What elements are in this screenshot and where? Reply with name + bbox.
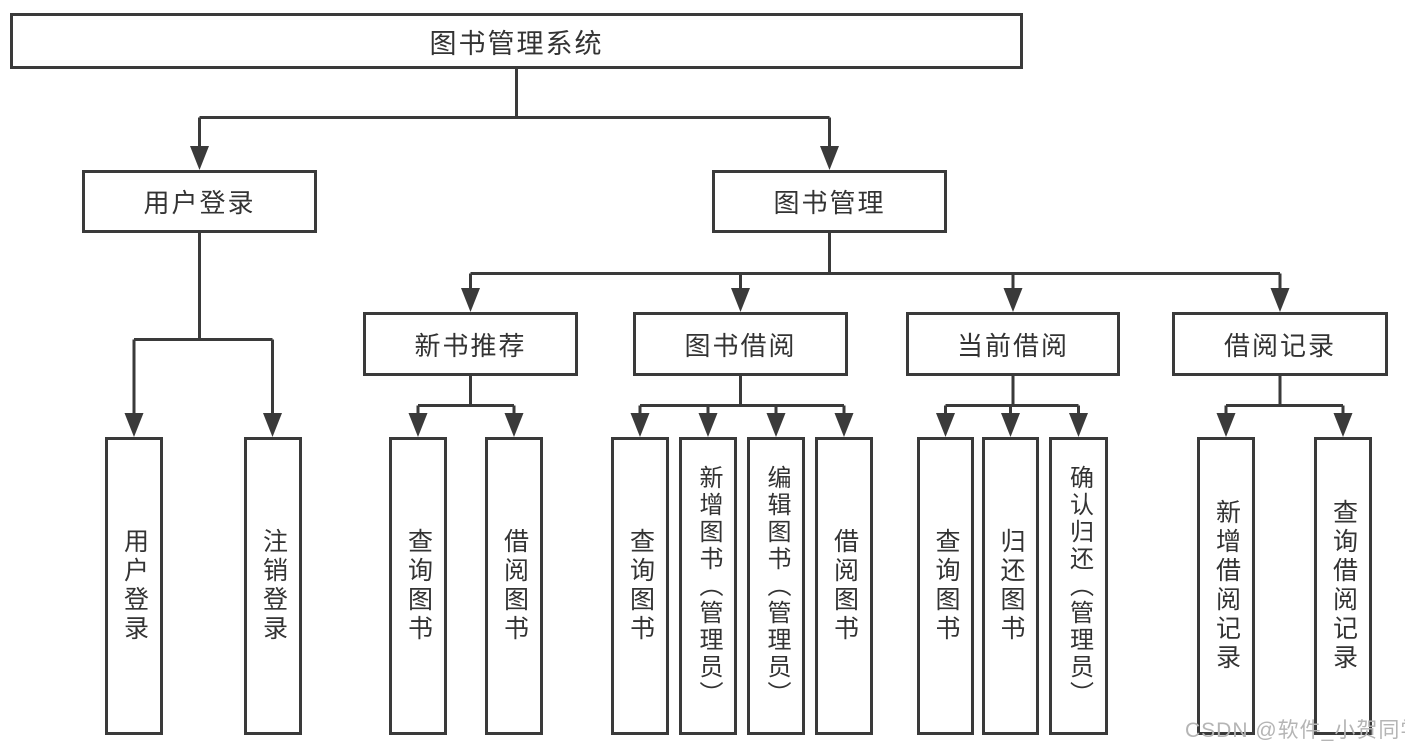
node-borrow-record: 借阅记录 bbox=[1172, 312, 1388, 376]
node-book-management-label: 图书管理 bbox=[773, 188, 886, 218]
node-cb-return-book-label: 归还图书 bbox=[997, 528, 1025, 644]
node-nb-borrow-book-label: 借阅图书 bbox=[500, 528, 529, 644]
node-new-book-recommend-label: 新书推荐 bbox=[414, 330, 527, 361]
arrowheads bbox=[124, 146, 1353, 437]
node-nb-borrow-book: 借阅图书 bbox=[485, 437, 543, 735]
node-user-login-leaf-label: 用户登录 bbox=[120, 528, 149, 644]
node-current-borrow: 当前借阅 bbox=[906, 312, 1120, 376]
node-br-query-record: 查询借阅记录 bbox=[1314, 437, 1372, 735]
node-bb-query-book-label: 查询图书 bbox=[626, 528, 655, 644]
node-cb-query-book-label: 查询图书 bbox=[932, 528, 960, 644]
node-root: 图书管理系统 bbox=[10, 13, 1023, 69]
node-user-login: 用户登录 bbox=[82, 170, 317, 233]
node-root-label: 图书管理系统 bbox=[429, 28, 604, 59]
node-book-borrow-label: 图书借阅 bbox=[684, 330, 797, 361]
node-br-query-record-label: 查询借阅记录 bbox=[1329, 499, 1358, 673]
node-logout: 注销登录 bbox=[244, 437, 302, 735]
node-nb-query-book-label: 查询图书 bbox=[404, 528, 433, 644]
node-bb-query-book: 查询图书 bbox=[611, 437, 669, 735]
node-cb-confirm-return-admin: 确认归还（管理员） bbox=[1049, 437, 1108, 735]
node-cb-confirm-return-admin-label: 确认归还（管理员） bbox=[1065, 464, 1093, 708]
node-user-login-label: 用户登录 bbox=[143, 188, 256, 218]
node-cb-return-book: 归还图书 bbox=[982, 437, 1039, 735]
node-book-borrow: 图书借阅 bbox=[633, 312, 848, 376]
csdn-watermark: CSDN @软件_小贺同学 bbox=[1185, 719, 1405, 742]
node-bb-borrow-book-label: 借阅图书 bbox=[830, 528, 859, 644]
node-new-book-recommend: 新书推荐 bbox=[363, 312, 578, 376]
node-bb-borrow-book: 借阅图书 bbox=[815, 437, 873, 735]
node-logout-label: 注销登录 bbox=[259, 528, 288, 644]
node-borrow-record-label: 借阅记录 bbox=[1223, 330, 1336, 361]
node-br-add-record-label: 新增借阅记录 bbox=[1212, 499, 1241, 673]
node-nb-query-book: 查询图书 bbox=[389, 437, 447, 735]
node-bb-edit-book-admin-label: 编辑图书（管理员） bbox=[763, 464, 790, 708]
node-bb-add-book-admin: 新增图书（管理员） bbox=[679, 437, 737, 735]
node-user-login-leaf: 用户登录 bbox=[105, 437, 163, 735]
node-book-management: 图书管理 bbox=[712, 170, 947, 233]
node-br-add-record: 新增借阅记录 bbox=[1197, 437, 1255, 735]
node-current-borrow-label: 当前借阅 bbox=[956, 330, 1069, 361]
node-bb-add-book-admin-label: 新增图书（管理员） bbox=[695, 464, 722, 708]
node-cb-query-book: 查询图书 bbox=[917, 437, 974, 735]
node-bb-edit-book-admin: 编辑图书（管理员） bbox=[747, 437, 805, 735]
